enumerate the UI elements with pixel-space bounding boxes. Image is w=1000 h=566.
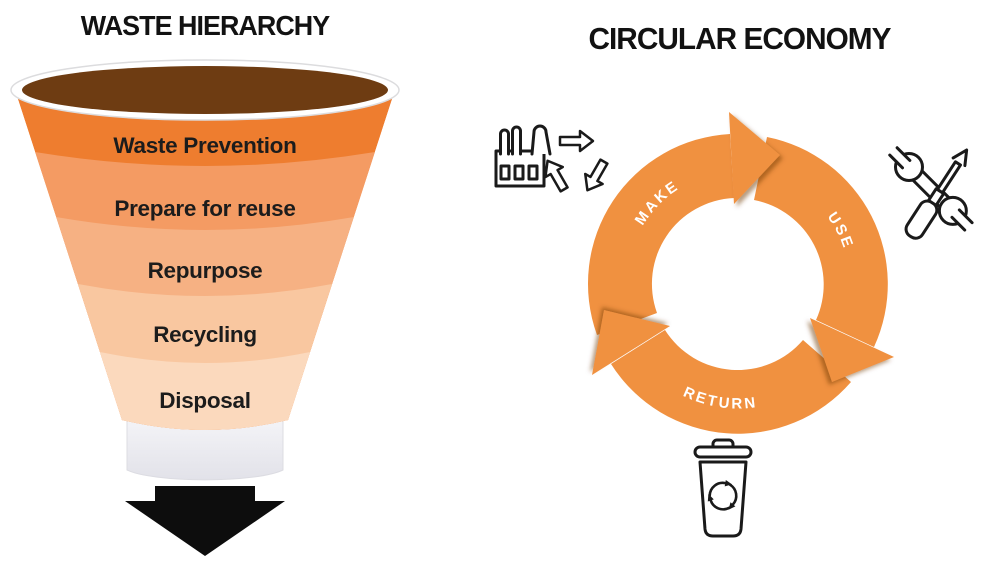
wrench-icon [888, 146, 974, 232]
ring-segment-return [611, 330, 851, 434]
recycle-triangle-icon [544, 129, 609, 193]
factory-recycle-icon [494, 124, 609, 193]
funnel-opening [22, 66, 388, 114]
funnel-label-prepare-for-reuse: Prepare for reuse [114, 196, 295, 221]
factory-chimney [530, 124, 552, 156]
wrench-screwdriver-icon [888, 146, 974, 240]
waste-funnel: Waste Prevention Prepare for reuse Repur… [10, 59, 400, 556]
waste-hierarchy-title: WASTE HIERARCHY [80, 10, 330, 41]
ring-arrowhead-make [729, 112, 780, 204]
factory-window-1 [499, 164, 511, 181]
factory-window-3 [527, 164, 539, 181]
trash-recycle-icon [693, 438, 753, 538]
down-arrow [125, 486, 285, 556]
trash-lid [693, 445, 753, 459]
funnel-label-recycling: Recycling [153, 322, 257, 347]
circular-economy-title: CIRCULAR ECONOMY [588, 21, 891, 56]
factory-stack-1 [499, 128, 510, 156]
ring-segment-make [587, 134, 734, 335]
ring-segment-use [754, 137, 888, 347]
trash-body [698, 460, 748, 538]
ring-arrowhead-return [592, 310, 670, 375]
factory-stack-2 [511, 125, 522, 156]
trash-lid-handle [711, 438, 735, 449]
funnel-label-disposal: Disposal [159, 388, 250, 413]
factory-window-2 [513, 164, 525, 181]
ring-arrowhead-use [810, 318, 894, 382]
funnel-label-repurpose: Repurpose [148, 258, 263, 283]
screwdriver-icon [904, 148, 969, 240]
funnel-label-waste-prevention: Waste Prevention [113, 133, 296, 158]
funnel-level-disposal [40, 352, 370, 430]
circular-economy-ring: MAKE USE RETURN [587, 112, 894, 434]
